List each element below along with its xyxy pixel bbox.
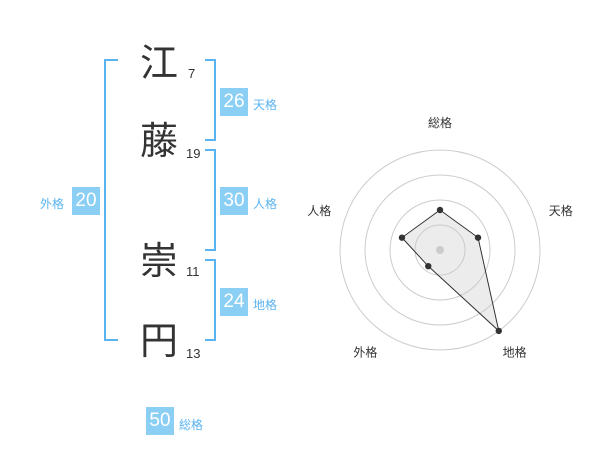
radar-ring-3 xyxy=(364,174,516,326)
radar-axis-label-5: 人格 xyxy=(307,203,331,218)
chikaku-label: 地格 xyxy=(253,298,278,312)
radar-ring-2 xyxy=(389,199,491,301)
radar-point-1 xyxy=(436,206,444,214)
name-char-3: 崇 xyxy=(140,239,179,283)
radar-axis-label-1: 総格 xyxy=(428,115,452,130)
radar-ring-4 xyxy=(339,149,541,351)
stroke-count-2: 19 xyxy=(186,146,201,161)
gaikaku-label: 外格 xyxy=(40,197,65,211)
name-char-2: 藤 xyxy=(140,119,179,163)
radar-axis-label-2: 天格 xyxy=(549,203,573,218)
jinkaku-label: 人格 xyxy=(253,197,278,211)
soukaku-label: 総格 xyxy=(179,418,204,432)
tenkaku-label: 天格 xyxy=(253,98,278,112)
radar-ring-1 xyxy=(414,224,466,276)
chikaku-badge: 24 xyxy=(220,288,248,316)
stroke-count-4: 13 xyxy=(186,346,201,361)
stroke-count-1: 7 xyxy=(188,66,196,81)
stroke-count-3: 11 xyxy=(186,264,200,279)
radar-axis-label-4: 外格 xyxy=(353,345,377,360)
soukaku-badge: 50 xyxy=(146,407,174,435)
radar-point-5 xyxy=(398,234,406,241)
name-char-1: 江 xyxy=(140,41,179,85)
gaikaku-badge: 20 xyxy=(72,187,100,215)
radar-point-2 xyxy=(474,234,482,241)
tenkaku-badge: 26 xyxy=(220,88,248,116)
jinkaku-badge: 30 xyxy=(220,187,248,215)
radar-data-polygon xyxy=(401,209,500,333)
radar-center-dot xyxy=(436,246,444,254)
radar-point-3 xyxy=(495,327,502,335)
radar-point-4 xyxy=(425,262,432,270)
radar-axis-label-3: 地格 xyxy=(503,345,527,360)
name-char-4: 円 xyxy=(140,319,179,363)
